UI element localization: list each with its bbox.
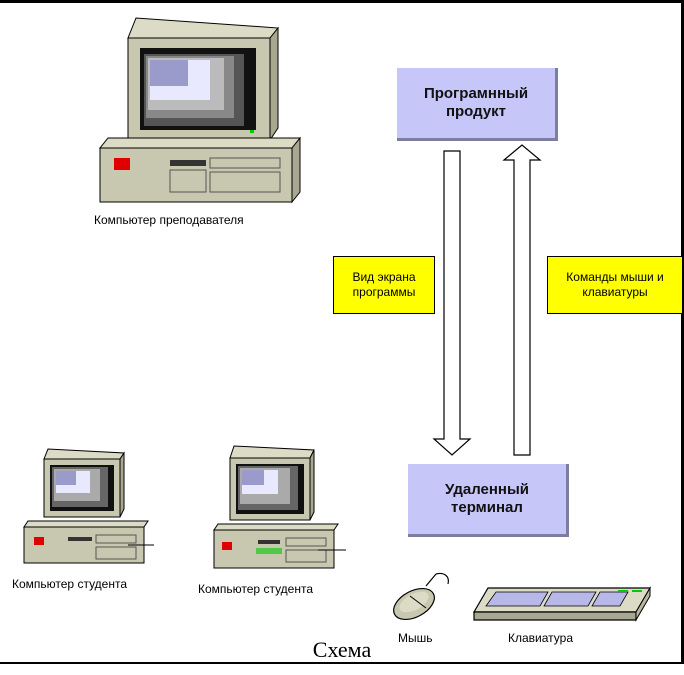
- teacher-computer-label: Компьютер преподавателя: [94, 213, 244, 227]
- screen-view-note: Вид экрана программы: [333, 256, 435, 314]
- up-arrow: [502, 144, 542, 456]
- commands-note: Команды мыши и клавиатуры: [547, 256, 683, 314]
- software-product-node: Програмнный продукт: [397, 68, 558, 141]
- bottom-border: [0, 662, 684, 664]
- student-computer-icon: [213, 445, 346, 569]
- down-arrow: [432, 150, 472, 456]
- keyboard-icon: [472, 586, 652, 622]
- student-computer-1-label: Компьютер студента: [12, 577, 128, 591]
- mouse-label: Мышь: [398, 631, 433, 645]
- student-computer-2-label: Компьютер студента: [198, 582, 314, 596]
- remote-terminal-node: Удаленный терминал: [408, 464, 569, 537]
- scheme-title: Схема: [312, 637, 372, 662]
- mouse-icon: [393, 572, 449, 621]
- right-border: [681, 0, 684, 662]
- top-border: [0, 0, 684, 3]
- student-computer-icon: [23, 448, 154, 564]
- teacher-computer-icon: [98, 17, 302, 204]
- keyboard-label: Клавиатура: [508, 631, 573, 645]
